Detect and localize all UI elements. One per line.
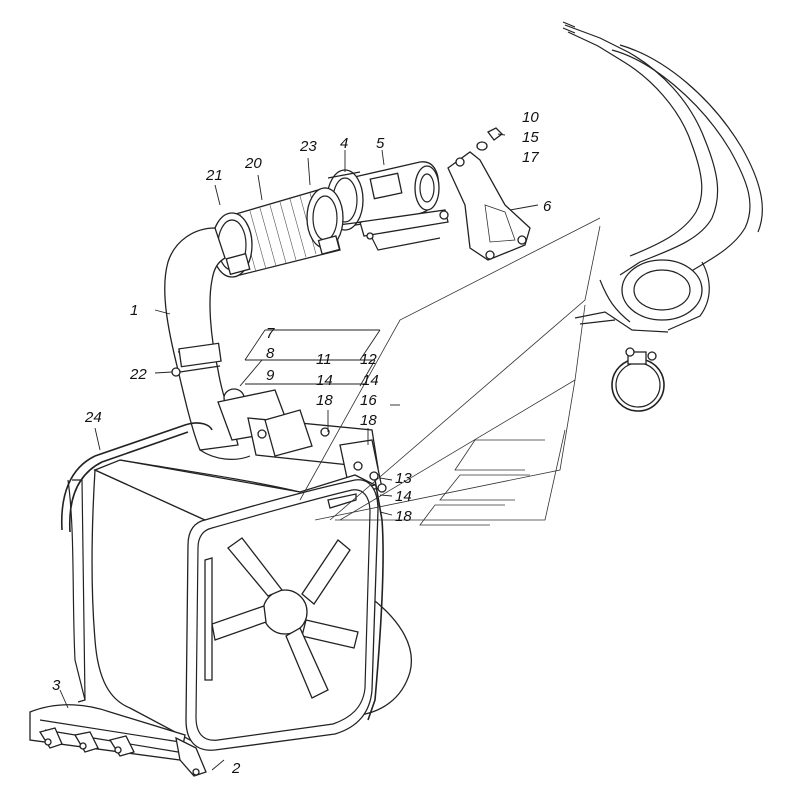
exhaust-brake-valve	[326, 161, 449, 251]
muffler-mount-frame	[29, 704, 207, 777]
part-label-14-left: 14	[316, 372, 333, 389]
part-label-14-lower: 14	[395, 488, 412, 505]
part-label-23: 23	[299, 138, 317, 155]
part-label-10: 10	[522, 109, 539, 126]
exhaust-tail-pipe	[562, 21, 763, 333]
part-label-9: 9	[266, 367, 275, 384]
part-label-5: 5	[376, 135, 385, 152]
part-label-16: 16	[360, 392, 377, 409]
part-label-18-left: 18	[316, 392, 333, 409]
part-label-8: 8	[266, 345, 275, 362]
part-label-24: 24	[84, 409, 102, 426]
part-label-20: 20	[244, 155, 262, 172]
part-label-17: 17	[522, 149, 539, 166]
part-label-18-right: 18	[360, 412, 377, 429]
part-label-7: 7	[266, 325, 275, 342]
part-label-3: 3	[52, 677, 61, 694]
background-emblem-lines	[299, 217, 601, 526]
mounting-bracket-6	[447, 151, 531, 261]
nut-washer-set	[476, 127, 503, 151]
pipe-clamp-right	[611, 347, 665, 412]
muffler-strap-24	[60, 422, 384, 721]
part-label-18-lower: 18	[395, 508, 412, 525]
flexible-exhaust-hose	[211, 187, 344, 278]
exhaust-down-pipe	[164, 227, 251, 460]
part-label-1: 1	[130, 302, 138, 319]
part-label-14-right: 14	[362, 372, 379, 389]
part-label-11: 11	[316, 351, 332, 368]
part-label-21: 21	[205, 167, 223, 184]
part-label-12: 12	[360, 351, 377, 368]
part-label-4: 4	[340, 135, 348, 152]
part-label-13: 13	[395, 470, 412, 487]
muffler-bracket-assembly	[247, 409, 387, 493]
part-number-labels: 1 2 3 4 5 6 7 8 9 10 11 12 13 14 14 14 1…	[52, 109, 552, 777]
muffler-body	[67, 459, 412, 751]
part-label-2: 2	[231, 760, 241, 777]
part-label-6: 6	[543, 198, 552, 215]
callout-leaders	[59, 133, 539, 771]
part-label-15: 15	[522, 129, 539, 146]
part-label-22: 22	[129, 366, 147, 383]
